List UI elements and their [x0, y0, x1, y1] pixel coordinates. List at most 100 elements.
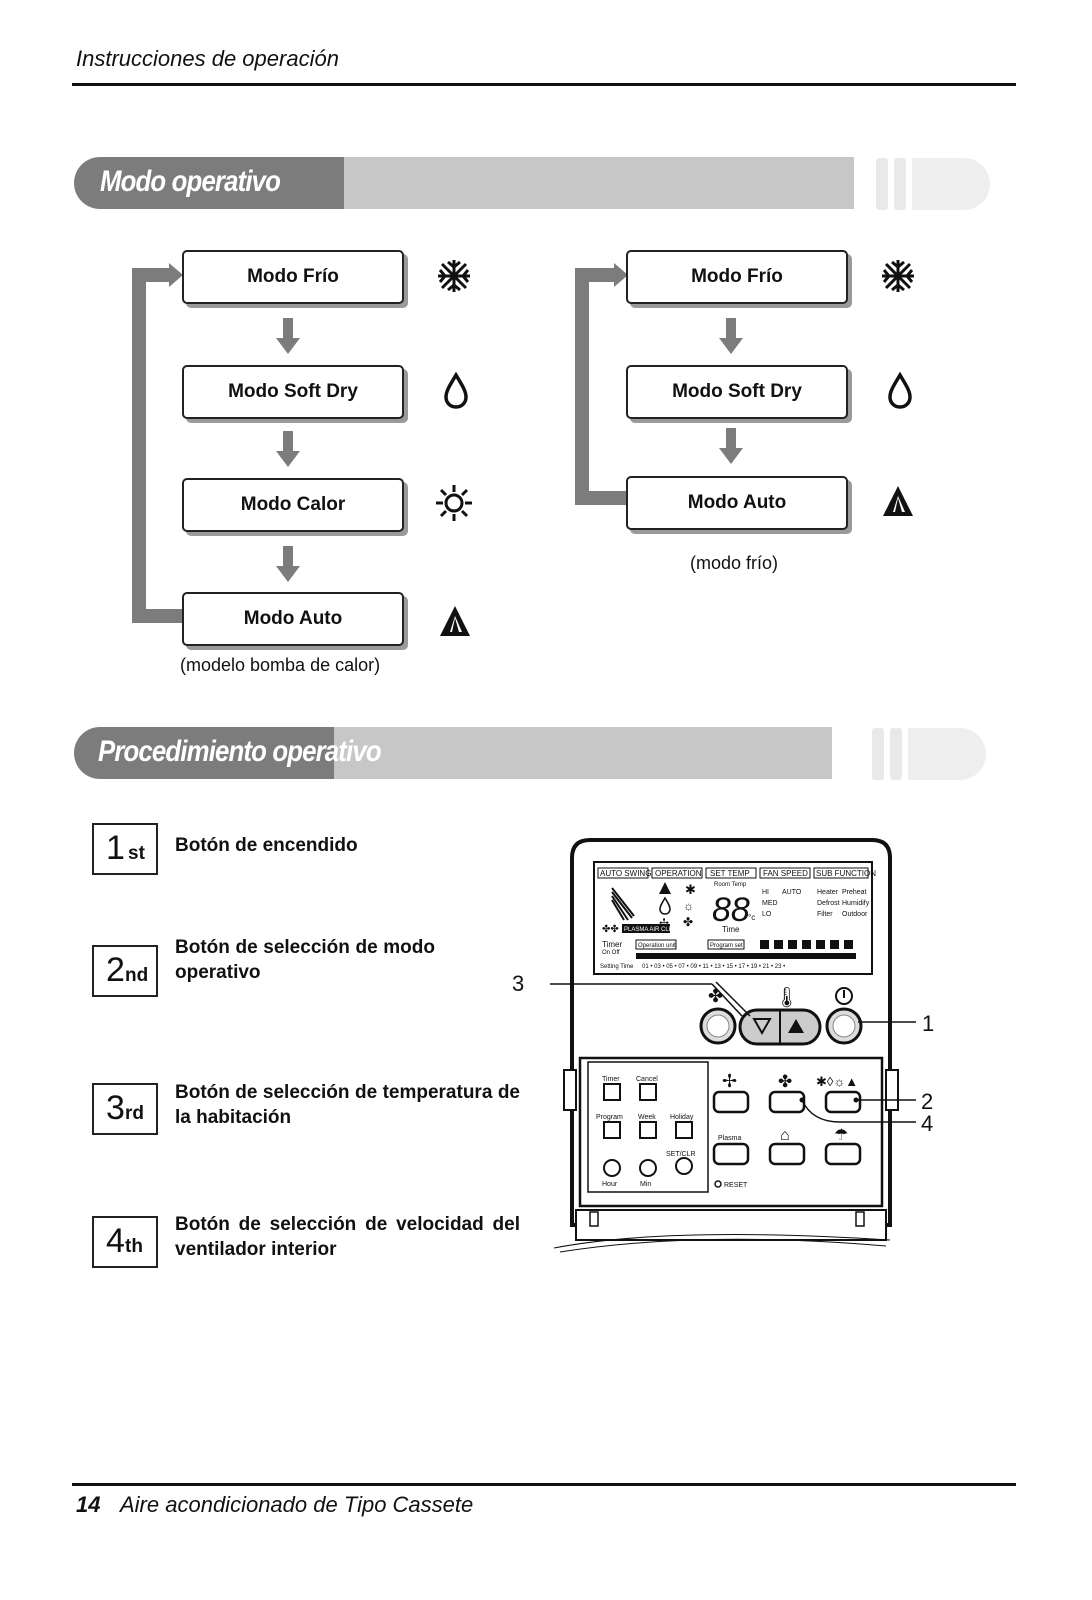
- tab-fan-speed: FAN SPEED: [763, 869, 808, 878]
- on-off-label: On Off: [602, 950, 620, 956]
- plasma-button: [712, 1142, 750, 1166]
- temp-down-icon: [752, 1018, 772, 1036]
- thermometer-icon: 🌡: [774, 987, 799, 1009]
- setting-time-label: Setting Time: [600, 964, 634, 970]
- mode-icons: ✱◊☼▲: [816, 1074, 858, 1089]
- fan-level-auto: AUTO: [782, 889, 802, 896]
- snowflake-icon: [882, 260, 914, 292]
- mode-box-soft-dry: Modo Soft Dry: [626, 365, 848, 419]
- holiday-button-label: Holiday: [670, 1114, 694, 1121]
- function-button: [768, 1142, 806, 1166]
- plasma-button-label: Plasma: [718, 1135, 741, 1142]
- mode-box-cool: Modo Frío: [182, 250, 404, 304]
- min-button: [639, 1159, 657, 1177]
- function-button: [824, 1142, 862, 1166]
- callout-4: 4: [921, 1111, 934, 1136]
- auto-icon: [659, 882, 671, 894]
- fan-icon: ✤: [683, 915, 693, 929]
- left-loop-arrow: [132, 263, 183, 623]
- program-set-label: Program set: [710, 943, 743, 949]
- tab-set-temp: SET TEMP: [710, 869, 750, 878]
- step-text-4: Botón de selección de velocidad del vent…: [175, 1214, 520, 1260]
- timer-button-label: Timer: [602, 1076, 620, 1083]
- water-drop-icon: [888, 372, 912, 409]
- down-arrow: [276, 431, 300, 467]
- fan-speed-lower-button: [768, 1090, 806, 1114]
- banner-decoration: [866, 724, 986, 784]
- time-label: Time: [722, 925, 740, 934]
- reset-icon: [714, 1180, 722, 1188]
- temp-unit: °c: [748, 913, 755, 922]
- footer-rule: [72, 1483, 1016, 1486]
- power-icon: [835, 987, 853, 1005]
- hour-button-label: Hour: [602, 1181, 618, 1188]
- sun-icon: ☼: [683, 899, 694, 913]
- snowflake-icon: [438, 260, 470, 292]
- room-temp-label: Room Temp: [714, 882, 747, 888]
- program-button: [603, 1121, 621, 1139]
- mode-box-soft-dry: Modo Soft Dry: [182, 365, 404, 419]
- week-button: [639, 1121, 657, 1139]
- temp-display: 88: [712, 891, 750, 929]
- mode-box-heat: Modo Calor: [182, 478, 404, 532]
- right-loop-arrow: [575, 263, 628, 505]
- reset-button-label: RESET: [724, 1182, 748, 1189]
- cancel-button: [639, 1083, 657, 1101]
- lcd-tabs: AUTO SWING OPERATION SET TEMP FAN SPEED …: [597, 867, 876, 879]
- section-banner-modo-operativo: Modo operativo: [74, 157, 854, 209]
- callout-1: 1: [922, 1011, 935, 1036]
- step-text-2: Botón de selección de modo operativo: [175, 937, 435, 983]
- fan-icon: ✤✤: [602, 924, 619, 935]
- swing-icon: [611, 887, 635, 921]
- sub-label-heater: Heater: [817, 889, 839, 896]
- week-button-label: Week: [638, 1114, 656, 1121]
- right-flow-note: (modo frío): [690, 553, 779, 573]
- mode-button: [824, 1090, 862, 1114]
- program-button-label: Program: [596, 1114, 623, 1121]
- holiday-button: [675, 1121, 693, 1139]
- footer-title: Aire acondicionado de Tipo Cassete: [120, 1492, 474, 1517]
- header-rule: [72, 83, 1016, 86]
- tab-operation: OPERATION: [655, 869, 702, 878]
- section-title: Procedimiento operativo: [98, 735, 382, 768]
- down-arrow: [719, 428, 743, 464]
- section-title: Modo operativo: [100, 165, 281, 198]
- page-number: 14: [76, 1492, 101, 1517]
- plasma-indicator: PLASMA AIR CLEAN: [624, 927, 681, 933]
- hour-button: [603, 1159, 621, 1177]
- fan-level-lo: LO: [762, 911, 772, 918]
- down-arrow: [276, 546, 300, 582]
- cancel-button-label: Cancel: [636, 1076, 658, 1083]
- humidity-icon: ☂: [834, 1127, 848, 1144]
- callout-2: 2: [921, 1089, 934, 1114]
- home-icon: ⌂: [780, 1127, 790, 1144]
- fan-icon: ✤: [778, 1072, 792, 1091]
- page-header-title: Instrucciones de operación: [76, 46, 339, 71]
- mode-box-cool: Modo Frío: [626, 250, 848, 304]
- swing-button: [712, 1090, 750, 1114]
- mode-box-auto: Modo Auto: [182, 592, 404, 646]
- down-arrow: [276, 318, 300, 354]
- airflow-icon: ✢: [722, 1071, 737, 1091]
- fan-level-hi: HI: [762, 889, 769, 896]
- remote-controller: AUTO SWING OPERATION SET TEMP FAN SPEED …: [550, 838, 916, 1253]
- timer-button: [603, 1083, 621, 1101]
- snowflake-icon: ✱: [685, 882, 696, 897]
- water-drop-icon: [444, 372, 468, 409]
- mode-box-auto: Modo Auto: [626, 476, 848, 530]
- left-flow-note: (modelo bomba de calor): [180, 655, 381, 675]
- sub-label-preheat: Preheat: [842, 889, 867, 896]
- down-arrow: [719, 318, 743, 354]
- set-clr-button: [675, 1157, 693, 1175]
- set-clr-button-label: SET/CLR: [666, 1151, 696, 1158]
- timer-label: Timer: [602, 940, 622, 949]
- fan-level-med: MED: [762, 900, 778, 907]
- fan-icon: ✢: [659, 916, 669, 930]
- section-banner-procedimiento: Procedimiento operativo: [74, 727, 854, 779]
- callout-3: 3: [512, 971, 525, 996]
- sub-label-filter: Filter: [817, 911, 833, 918]
